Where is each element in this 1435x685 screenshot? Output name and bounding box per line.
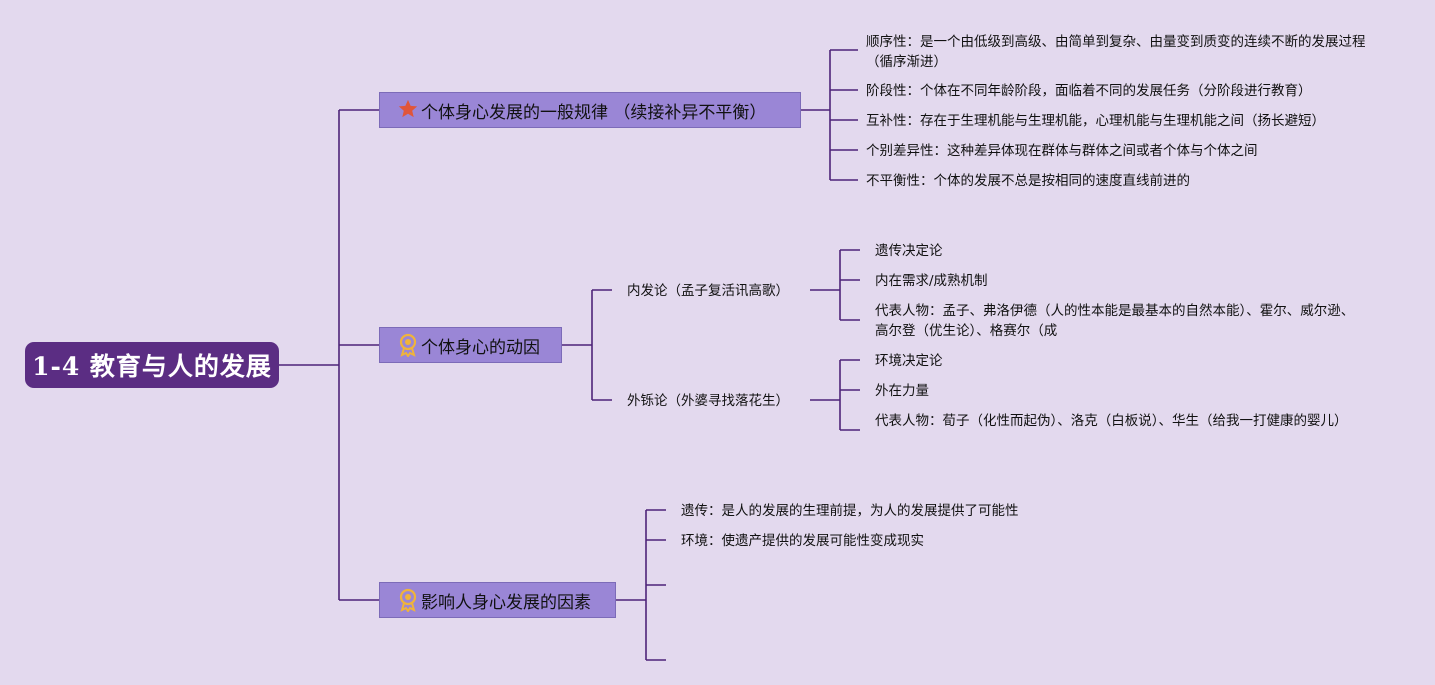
branch-label: 影响人身心发展的因素 — [421, 592, 591, 613]
list-item[interactable]: 遗传：是人的发展的生理前提，为人的发展提供了可能性 — [681, 503, 1019, 519]
medal-icon — [397, 333, 419, 357]
list-item[interactable]: 代表人物：孟子、弗洛伊德（人的性本能是最基本的自然本能）、霍尔、威尔逊、高尔登（… — [875, 303, 1355, 339]
list-item[interactable]: 环境决定论 — [875, 353, 943, 369]
star-icon — [397, 98, 419, 122]
medal-icon — [397, 588, 419, 612]
list-item[interactable]: 环境：使遗产提供的发展可能性变成现实 — [681, 533, 924, 549]
list-item[interactable]: 代表人物：荀子（化性而起伪）、洛克（白板说）、华生（给我一打健康的婴儿） — [875, 413, 1348, 429]
list-item[interactable]: 不平衡性：个体的发展不总是按相同的速度直线前进的 — [866, 173, 1190, 189]
subtopic-internal-theory[interactable]: 内发论（孟子复活讯高歌） — [627, 283, 789, 299]
list-item[interactable]: 阶段性：个体在不同年龄阶段，面临着不同的发展任务（分阶段进行教育） — [866, 83, 1312, 99]
branch-development-causes[interactable]: 个体身心的动因 — [379, 327, 562, 363]
branch-label: 个体身心的动因 — [421, 337, 540, 358]
list-item[interactable]: 内在需求/成熟机制 — [875, 273, 988, 289]
root-topic[interactable]: 1-4 教育与人的发展 — [25, 342, 279, 388]
branch-label: 个体身心发展的一般规律 （续接补异不平衡） — [421, 102, 767, 123]
list-item[interactable]: 个别差异性：这种差异体现在群体与群体之间或者个体与个体之间 — [866, 143, 1258, 159]
branch-influencing-factors[interactable]: 影响人身心发展的因素 — [379, 582, 616, 618]
list-item[interactable]: 外在力量 — [875, 383, 929, 399]
branch-development-laws[interactable]: 个体身心发展的一般规律 （续接补异不平衡） — [379, 92, 801, 128]
root-title: 1-4 教育与人的发展 — [32, 352, 272, 381]
list-item[interactable]: 顺序性：是一个由低级到高级、由简单到复杂、由量变到质变的连续不断的发展过程（循序… — [866, 34, 1366, 70]
list-item[interactable]: 互补性：存在于生理机能与生理机能，心理机能与生理机能之间（扬长避短） — [866, 113, 1325, 129]
subtopic-external-theory[interactable]: 外铄论（外婆寻找落花生） — [627, 393, 789, 409]
list-item[interactable]: 遗传决定论 — [875, 243, 943, 259]
